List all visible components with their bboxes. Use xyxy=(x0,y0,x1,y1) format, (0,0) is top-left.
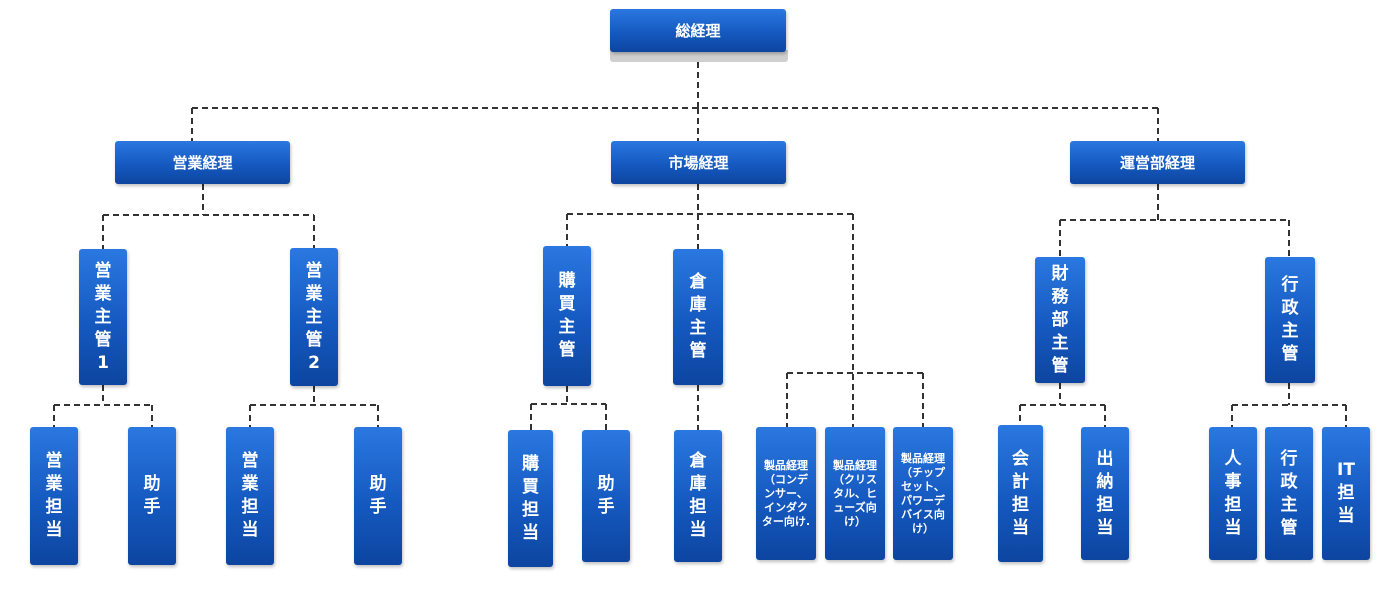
node-product-manager-1: 製品経理（コンデンサー、インダクター向け. xyxy=(756,427,816,560)
node-label: 営業担当 xyxy=(45,451,63,540)
node-label: 営業主管2 xyxy=(305,260,323,373)
node-operations-manager: 運営部経理 xyxy=(1070,141,1245,184)
node-label: 購買担当 xyxy=(522,453,539,543)
node-label: 市場経理 xyxy=(668,154,729,172)
node-label: 購買主管 xyxy=(558,271,576,360)
root-node-shadow xyxy=(610,50,788,62)
node-label: 行政主管 xyxy=(1280,448,1298,538)
node-label: 財務部主管 xyxy=(1051,263,1069,376)
node-general-manager: 総経理 xyxy=(610,9,786,52)
node-sales-manager: 営業経理 xyxy=(115,141,290,184)
node-purchasing-rep: 購買担当 xyxy=(508,430,553,567)
node-market-manager: 市場経理 xyxy=(611,141,786,184)
node-accounting: 会計担当 xyxy=(998,425,1043,562)
node-finance-supervisor: 財務部主管 xyxy=(1035,257,1085,383)
node-admin-staff: 行政主管 xyxy=(1265,427,1313,560)
node-label: IT担当 xyxy=(1337,460,1355,526)
node-warehouse-rep: 倉庫担当 xyxy=(674,430,722,562)
node-label: 総経理 xyxy=(675,22,721,40)
node-label: 運営部経理 xyxy=(1119,154,1195,172)
node-label: 倉庫主管 xyxy=(689,272,707,361)
node-assistant-3: 助手 xyxy=(582,430,630,562)
node-product-manager-2: 製品経理（クリスタル、ヒューズ向け） xyxy=(825,427,885,560)
node-label: 出納担当 xyxy=(1096,448,1114,538)
node-admin-supervisor: 行政主管 xyxy=(1265,257,1315,383)
node-hr: 人事担当 xyxy=(1209,427,1257,560)
node-assistant-1: 助手 xyxy=(128,427,176,565)
node-label: 製品経理（クリスタル、ヒューズ向け） xyxy=(833,458,877,528)
node-label: 倉庫担当 xyxy=(689,451,707,540)
node-label: 助手 xyxy=(143,474,161,517)
node-purchasing-supervisor: 購買主管 xyxy=(543,246,591,386)
node-label: 営業経理 xyxy=(172,154,233,172)
node-sales-rep-2: 営業担当 xyxy=(226,427,274,565)
node-label: 助手 xyxy=(597,474,615,517)
node-warehouse-supervisor: 倉庫主管 xyxy=(673,249,723,385)
node-cashier: 出納担当 xyxy=(1081,427,1129,560)
node-sales-rep-1: 営業担当 xyxy=(30,427,78,565)
node-label: 営業担当 xyxy=(241,451,259,540)
node-it: IT担当 xyxy=(1322,427,1370,560)
node-label: 営業主管1 xyxy=(94,260,112,373)
node-label: 助手 xyxy=(369,474,387,517)
node-label: 行政主管 xyxy=(1281,275,1299,364)
node-label: 製品経理（コンデンサー、インダクター向け. xyxy=(761,458,811,528)
node-label: 人事担当 xyxy=(1224,448,1242,538)
node-sales-supervisor-1: 営業主管1 xyxy=(79,249,127,385)
node-product-manager-3: 製品経理（チップセット、パワーデバイス向け） xyxy=(893,427,953,560)
node-label: 会計担当 xyxy=(1012,448,1029,538)
node-label: 製品経理（チップセット、パワーデバイス向け） xyxy=(901,451,945,535)
node-assistant-2: 助手 xyxy=(354,427,402,565)
node-sales-supervisor-2: 営業主管2 xyxy=(290,248,338,386)
